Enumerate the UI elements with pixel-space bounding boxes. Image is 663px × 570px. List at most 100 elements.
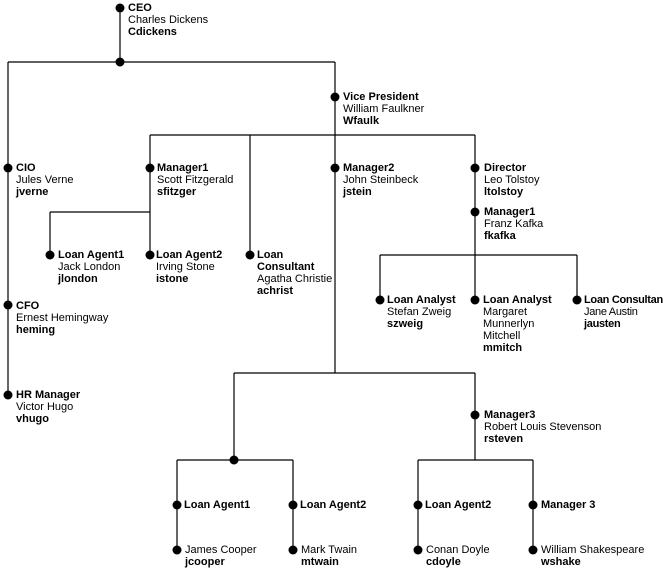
node-user: jstein	[343, 186, 372, 198]
node-title: Vice President	[343, 91, 419, 103]
node-user: ltolstoy	[484, 186, 524, 198]
node-title: Director	[484, 162, 527, 174]
node-name: Jules Verne	[16, 174, 74, 186]
hr-manager-dot	[3, 390, 13, 400]
node-title: HR Manager	[16, 389, 81, 401]
node-title: Loan Agent1	[58, 249, 125, 261]
node-ceo: CEO Charles Dickens Cdickens	[128, 2, 208, 38]
node-user: wshake	[541, 556, 581, 568]
node-shakespeare: William Shakespeare wshake	[541, 544, 644, 568]
node-name: Charles Dickens	[128, 14, 209, 26]
ceo-dot	[115, 3, 125, 13]
bottom-loan-agent2-dot	[288, 500, 298, 510]
node-twain: Mark Twain mtwain	[301, 544, 357, 568]
node-loan-analyst-mitchell: Loan Analyst Margaret Munnerlyn Mitchell…	[483, 294, 552, 354]
node-title-line2: Consultant	[257, 261, 315, 273]
node-manager3: Manager3 Robert Louis Stevenson rsteven	[484, 409, 601, 445]
node-title: Loan Consultant	[584, 294, 663, 306]
node-title: Manager3	[484, 409, 536, 421]
node-loan-consultant-austen: Loan Consultant Jane Austin jausten	[584, 294, 663, 330]
node-name: Ernest Hemingway	[16, 312, 109, 324]
node-title: Loan Agent2	[300, 499, 367, 511]
manager3-dot	[470, 410, 480, 420]
node-bottom-loan-agent1: Loan Agent1	[184, 499, 250, 511]
node-user: Cdickens	[128, 26, 177, 38]
node-bottom-loan-agent2b: Loan Agent2	[425, 499, 491, 511]
node-name: Irving Stone	[156, 261, 215, 273]
node-cooper: James Cooper jcooper	[185, 544, 257, 568]
manager1-dot	[145, 163, 155, 173]
node-manager1: Manager1 Scott Fitzgerald sfitzger	[157, 162, 233, 198]
node-title: Loan Agent1	[184, 499, 251, 511]
node-name: Jane Austin	[584, 306, 638, 318]
junction-dot	[115, 57, 125, 67]
node-loan-consultant: Loan Consultant Agatha Christie achrist	[257, 249, 332, 297]
node-title: Loan Analyst	[483, 294, 552, 306]
node-name: John Steinbeck	[343, 174, 419, 186]
node-name: Conan Doyle	[426, 544, 490, 556]
node-title: Manager1	[157, 162, 209, 174]
node-loan-analyst-zweig: Loan Analyst Stefan Zweig szweig	[387, 294, 456, 330]
node-vice-president: Vice President William Faulkner Wfaulk	[343, 91, 424, 127]
node-user: jlondon	[58, 273, 98, 285]
node-name: Mark Twain	[301, 544, 358, 556]
loan-agent1-dot	[45, 250, 55, 260]
cio-dot	[3, 163, 13, 173]
node-name: Victor Hugo	[16, 401, 74, 413]
node-user: rsteven	[484, 433, 524, 445]
node-title: Loan Analyst	[387, 294, 456, 306]
node-name-line2: Munnerlyn	[483, 318, 535, 330]
node-user: cdoyle	[426, 556, 461, 568]
node-loan-agent2: Loan Agent2 Irving Stone istone	[156, 249, 222, 285]
node-user: jcooper	[185, 556, 225, 568]
node-name: Robert Louis Stevenson	[484, 421, 602, 433]
node-cfo: CFO Ernest Hemingway heming	[16, 300, 108, 336]
node-user: Wfaulk	[343, 115, 380, 127]
node-title: CFO	[16, 300, 40, 312]
node-user: mtwain	[301, 556, 339, 568]
loan-analyst-zweig-dot	[375, 295, 385, 305]
node-hr-manager: HR Manager Victor Hugo vhugo	[16, 389, 80, 425]
bottom-loan-agent2b-dot	[413, 500, 423, 510]
node-user: jausten	[584, 318, 621, 330]
node-name: Franz Kafka	[484, 218, 544, 230]
node-user: istone	[156, 273, 189, 285]
node-name: Scott Fitzgerald	[157, 174, 234, 186]
node-manager2: Manager2 John Steinbeck jstein	[343, 162, 418, 198]
node-user: fkafka	[484, 230, 516, 242]
node-name: Jack London	[58, 261, 121, 273]
node-title: Loan Agent2	[425, 499, 492, 511]
manager2-dot	[330, 163, 340, 173]
node-name: Leo Tolstoy	[484, 174, 540, 186]
node-title: Loan Agent2	[156, 249, 223, 261]
node-title-line1: Loan	[257, 249, 284, 261]
node-title: CIO	[16, 162, 36, 174]
node-loan-agent1: Loan Agent1 Jack London jlondon	[58, 249, 124, 285]
node-name-line1: Margaret	[483, 306, 528, 318]
node-user: achrist	[257, 285, 294, 297]
vp-dot	[330, 92, 340, 102]
node-title: CEO	[128, 2, 152, 14]
loan-consultant-austen-dot	[572, 295, 582, 305]
loan-analyst-mitchell-dot	[470, 295, 480, 305]
node-user: szweig	[387, 318, 424, 330]
doyle-dot	[413, 545, 423, 555]
node-user: mmitch	[483, 342, 523, 354]
loan-consultant-dot	[245, 250, 255, 260]
node-name-line3: Mitchell	[483, 330, 521, 342]
node-cio: CIO Jules Verne jverne	[16, 162, 73, 198]
node-user: heming	[16, 324, 56, 336]
shakespeare-dot	[528, 545, 538, 555]
node-name: William Faulkner	[343, 103, 425, 115]
bottom-loan-agent1-dot	[172, 500, 182, 510]
node-name: Agatha Christie	[257, 273, 333, 285]
loan-agent2-dot	[145, 250, 155, 260]
node-name: James Cooper	[185, 544, 257, 556]
bottom-manager3-dot	[528, 500, 538, 510]
node-title: Manager1	[484, 206, 536, 218]
twain-dot	[288, 545, 298, 555]
junction-dot	[229, 455, 239, 465]
manager1-kafka-dot	[470, 207, 480, 217]
cooper-dot	[172, 545, 182, 555]
